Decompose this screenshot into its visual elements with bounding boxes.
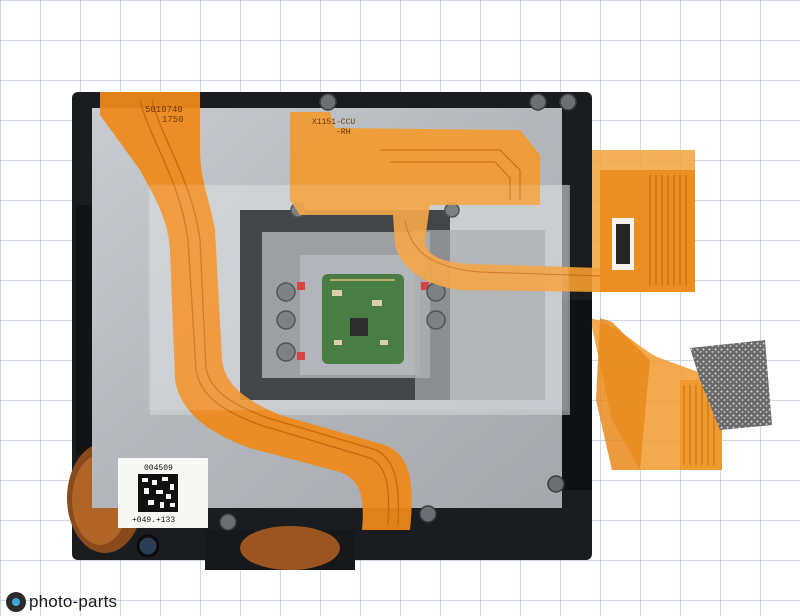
camera-lens-icon [6, 592, 26, 612]
flex-top-code-2: 1750 [162, 115, 184, 125]
flex-top-code-1: 5010740 [145, 105, 183, 115]
sticker-bottom-code: +049.+133 [132, 516, 175, 525]
foam-pad [690, 340, 772, 430]
watermark: photo-parts [6, 592, 117, 612]
plate-flex-traces [380, 149, 601, 277]
flex-plate-code-2: -RH [336, 128, 351, 137]
sensor-pcb [322, 274, 404, 364]
protective-film [147, 184, 569, 411]
main-flex-cable [100, 92, 412, 530]
lens-port [136, 534, 160, 558]
plate-flex-cable [290, 112, 600, 292]
flex-plate-code-1: X1151-CCU [312, 118, 355, 127]
serial-sticker: 004509 +049.+133 [118, 458, 208, 528]
sticker-serial: 004509 [144, 464, 173, 473]
watermark-text: photo-parts [29, 592, 118, 611]
flex-traces [139, 99, 400, 526]
datamatrix-barcode [138, 474, 178, 512]
adjustment-marks [297, 282, 429, 360]
